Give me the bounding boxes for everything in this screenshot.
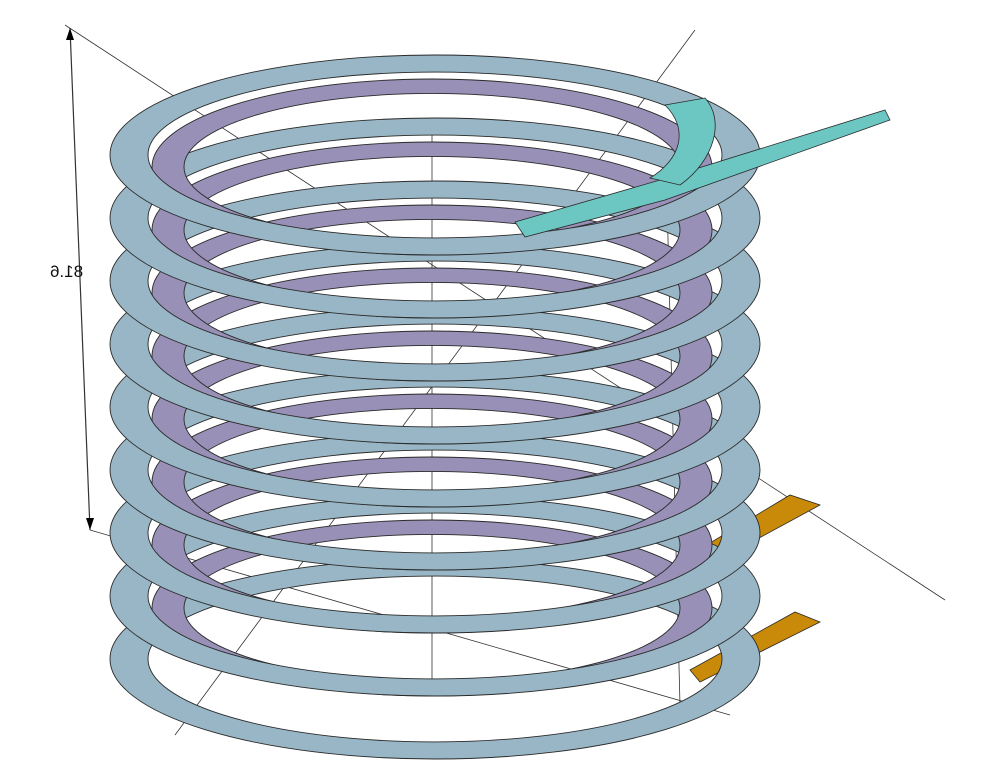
height-dimension-label: 81.6 — [50, 262, 84, 281]
outer-coil-turn — [109, 117, 761, 319]
outer-coil-turn — [109, 558, 761, 760]
outer-coil-turn — [109, 369, 761, 571]
axis-line — [69, 27, 91, 531]
outer-coil-turn — [109, 306, 761, 508]
top-lead-bend — [648, 97, 716, 186]
outer-coil-turn — [109, 432, 761, 634]
outer-coil-turn — [109, 243, 761, 445]
outer-coil-turn — [109, 495, 761, 697]
outer-coil-turn — [109, 180, 761, 382]
